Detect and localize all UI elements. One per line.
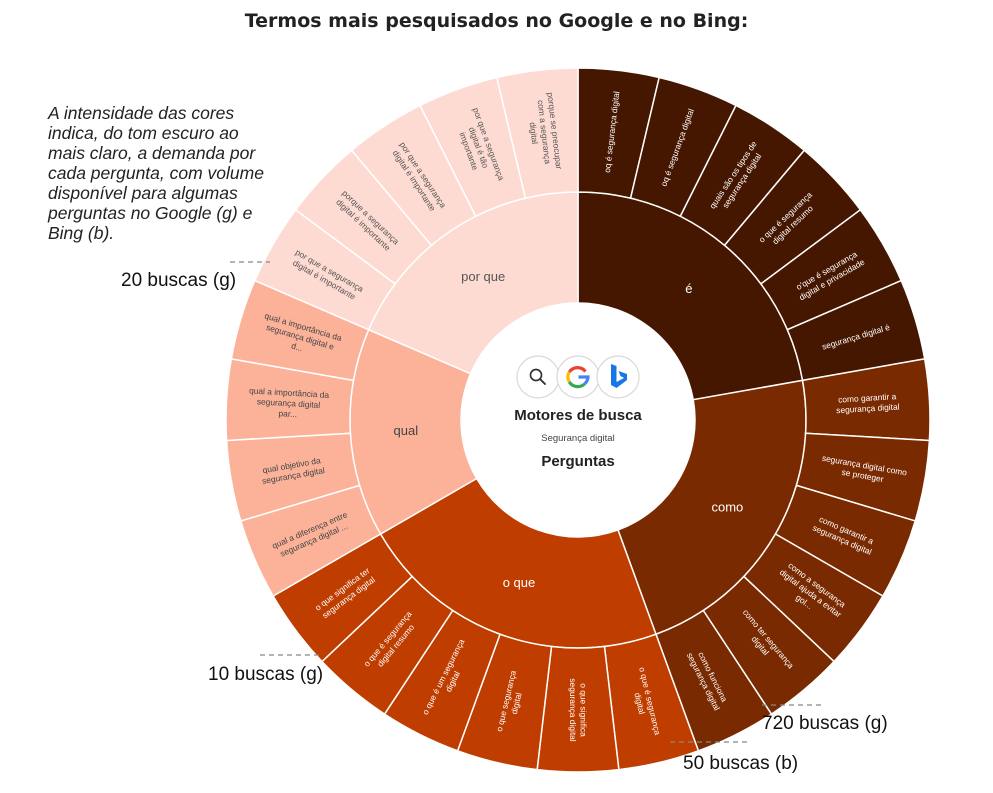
bing-icon[interactable]: [596, 355, 640, 399]
volume-label-50b: 50 buscas (b): [683, 753, 799, 774]
caption-bottom: Perguntas: [541, 453, 614, 470]
group-label-por-que: por que: [461, 269, 505, 284]
item-label-o-que-2: o que significasegurança digital: [568, 678, 589, 741]
search-icon[interactable]: [516, 355, 560, 399]
volume-leader-lines: [230, 261, 825, 743]
chart-title: Termos mais pesquisados no Google e no B…: [244, 10, 749, 32]
volume-label-20g: 20 buscas (g): [121, 270, 237, 291]
center-hub: Motores de busca Segurança digital Pergu…: [461, 303, 695, 537]
caption-sub: Segurança digital: [541, 433, 614, 444]
group-label-qual: qual: [394, 423, 419, 438]
volume-label-720g: 720 buscas (g): [762, 713, 888, 734]
center-circle: [461, 303, 695, 537]
item-label-como-1: como garantir asegurança digital: [835, 391, 900, 415]
legend-note: A intensidade das cores indica, do tom e…: [48, 103, 264, 243]
google-icon[interactable]: [556, 355, 600, 399]
item-label-qual-3: qual a importância dasegurança digitalpa…: [248, 385, 330, 421]
caption-main: Motores de busca: [514, 407, 642, 424]
volume-label-10g: 10 buscas (g): [208, 664, 324, 685]
sunburst-segments: [225, 67, 931, 773]
group-label-como: como: [711, 499, 743, 514]
group-label-e: é: [685, 281, 692, 296]
group-label-o-que: o que: [503, 575, 536, 590]
item-segment-por-que-5[interactable]: [495, 67, 579, 200]
